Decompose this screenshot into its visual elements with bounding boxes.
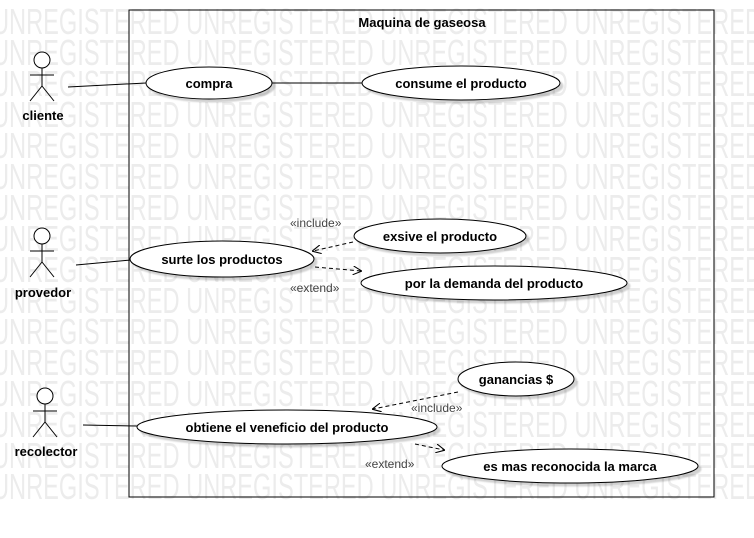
- use-case-exsive[interactable]: exsive el producto: [353, 218, 527, 254]
- association-recolector-obtiene: [82, 424, 138, 427]
- association-cliente-compra: [67, 82, 147, 88]
- use-case-label-surte: surte los productos: [161, 252, 282, 267]
- system-title: Maquina de gaseosa: [358, 15, 486, 30]
- extend-surte-demanda: [314, 267, 361, 271]
- actor-provedor[interactable]: provedor: [15, 227, 71, 300]
- extend-label-1: «extend»: [290, 281, 340, 295]
- actor-label-provedor: provedor: [15, 285, 71, 300]
- actor-right-leg: [44, 421, 58, 438]
- watermark-text: UNREGISTERED UNREGISTERED UNREGISTERED U…: [0, 32, 754, 73]
- use-case-ellipse: [441, 448, 699, 484]
- use-case-ellipse: [360, 265, 628, 301]
- use-case-ellipse: [457, 361, 575, 397]
- include-ganancias-obtiene: [373, 391, 459, 409]
- include-label-1: «include»: [290, 216, 342, 230]
- actor-left-leg: [29, 261, 43, 278]
- use-case-marca[interactable]: es mas reconocida la marca: [441, 448, 699, 484]
- use-case-label-obtiene: obtiene el veneficio del producto: [186, 420, 389, 435]
- use-case-ellipse: [353, 218, 527, 254]
- watermark-text: UNREGISTERED UNREGISTERED UNREGISTERED U…: [0, 311, 754, 352]
- use-case-ellipse: [145, 66, 273, 100]
- watermark-text: UNREGISTERED UNREGISTERED UNREGISTERED U…: [0, 94, 754, 135]
- use-case-demanda[interactable]: por la demanda del producto: [360, 265, 628, 301]
- actor-left-leg: [29, 85, 43, 102]
- watermark-text: UNREGISTERED UNREGISTERED UNREGISTERED U…: [0, 156, 754, 197]
- use-case-label-ganancias: ganancias $: [479, 372, 554, 387]
- actor-recolector[interactable]: recolector: [15, 387, 78, 459]
- actor-label-recolector: recolector: [15, 444, 78, 459]
- use-case-surte[interactable]: surte los productos: [129, 240, 315, 278]
- actor-head: [33, 227, 51, 245]
- watermark-text: UNREGISTERED UNREGISTERED UNREGISTERED U…: [0, 187, 754, 228]
- actor-left-leg: [32, 421, 46, 438]
- watermark-text: UNREGISTERED UNREGISTERED UNREGISTERED U…: [0, 342, 754, 383]
- extend-obtiene-marca: [414, 443, 444, 450]
- actor-label-cliente: cliente: [22, 108, 63, 123]
- use-case-label-demanda: por la demanda del producto: [405, 276, 583, 291]
- use-case-ellipse: [129, 240, 315, 278]
- watermark-text: UNREGISTERED UNREGISTERED UNREGISTERED U…: [0, 1, 754, 42]
- actor-right-leg: [41, 261, 55, 278]
- use-case-consume[interactable]: consume el producto: [361, 65, 561, 101]
- use-case-ellipse: [361, 65, 561, 101]
- use-case-compra[interactable]: compra: [145, 66, 273, 100]
- actor-cliente[interactable]: cliente: [22, 51, 64, 123]
- use-case-obtiene[interactable]: obtiene el veneficio del producto: [136, 409, 438, 445]
- use-case-label-marca: es mas reconocida la marca: [483, 459, 657, 474]
- system-boundary: [128, 9, 715, 498]
- use-case-ganancias[interactable]: ganancias $: [457, 361, 575, 397]
- actor-head: [36, 387, 54, 405]
- include-label-2: «include»: [411, 401, 463, 415]
- extend-label-2: «extend»: [365, 457, 415, 471]
- use-case-label-compra: compra: [186, 76, 234, 91]
- watermark-text: UNREGISTERED UNREGISTERED UNREGISTERED U…: [0, 125, 754, 166]
- use-case-label-exsive: exsive el producto: [383, 229, 497, 244]
- use-case-label-consume: consume el producto: [395, 76, 527, 91]
- actor-right-leg: [41, 85, 55, 102]
- actor-head: [33, 51, 51, 69]
- use-case-ellipse: [136, 409, 438, 445]
- association-provedor-surte: [75, 259, 132, 266]
